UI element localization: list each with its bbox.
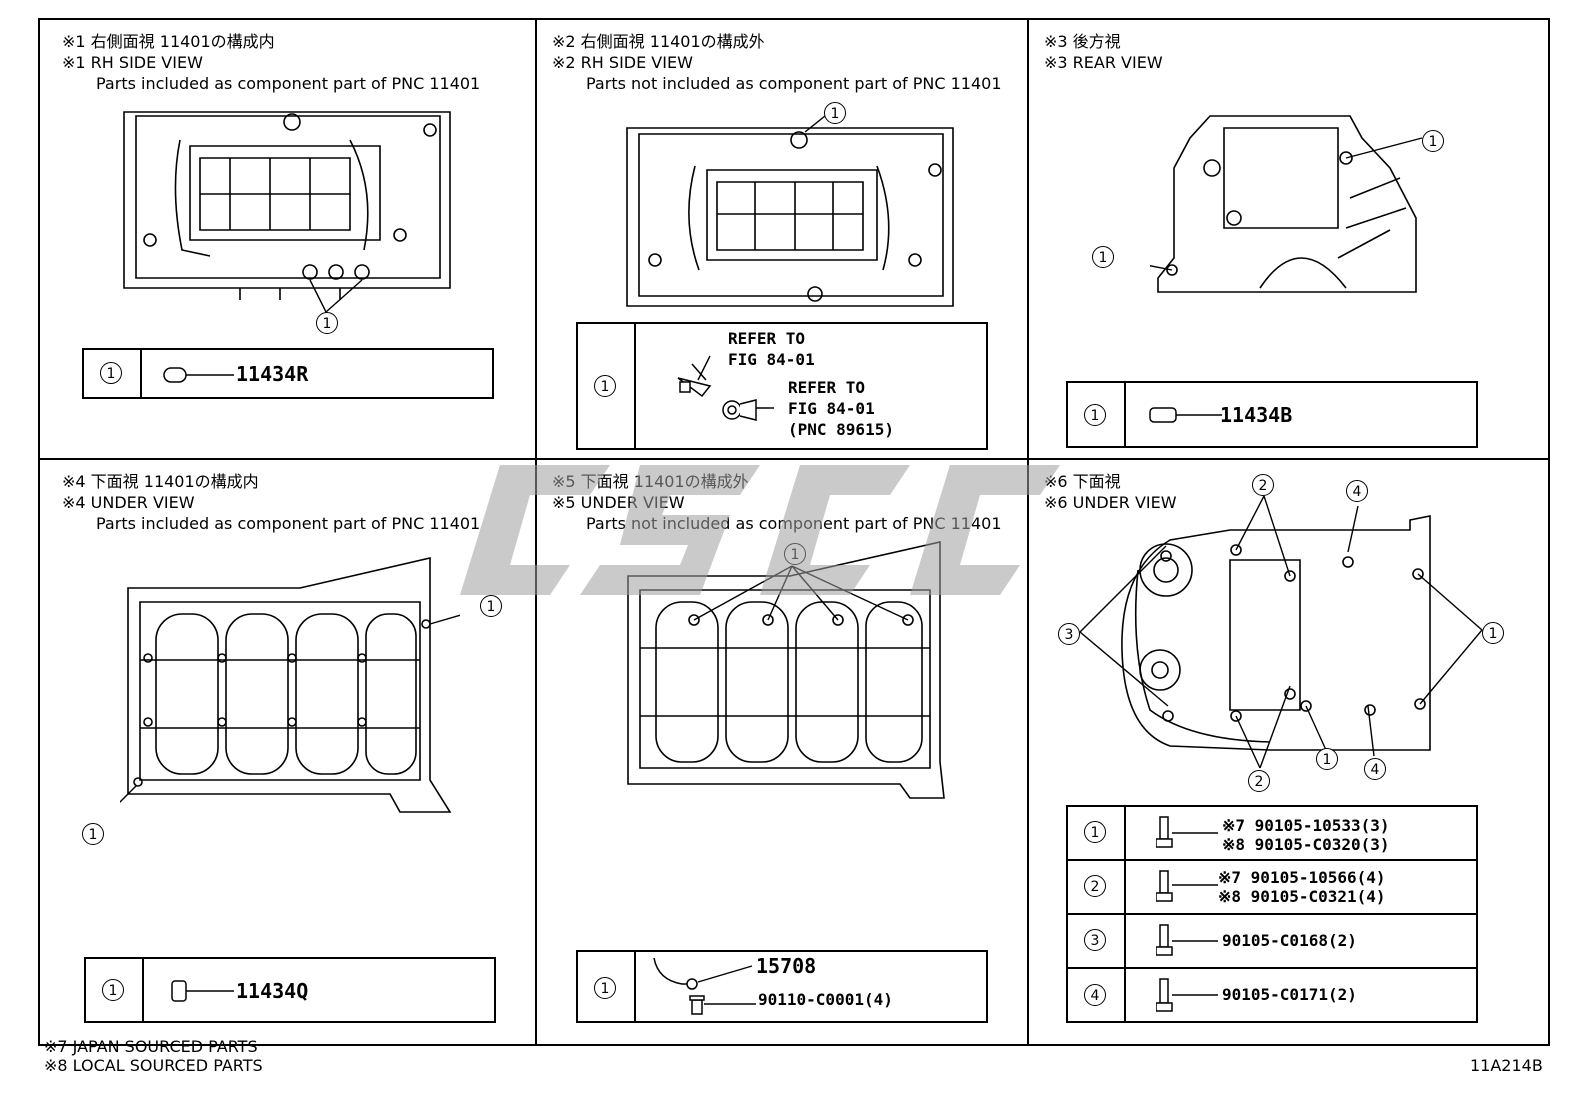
callout-1: 1	[1316, 748, 1338, 770]
bolt-part-number-line-2: ※8 90105-C0320(3)	[1222, 835, 1390, 854]
fig-reference-1[interactable]: FIG 84-01	[728, 350, 815, 369]
divider-horizontal	[38, 458, 1550, 460]
callout-2: 2	[1084, 875, 1106, 897]
refer-to-label-2: REFER TO	[788, 378, 866, 397]
parts-table-panel-1: 1 11434R	[82, 348, 494, 399]
figure-id: 11A214B	[1470, 1056, 1543, 1075]
bolt-part-number-line-2: ※8 90105-C0321(4)	[1218, 887, 1386, 906]
callout-1: 1	[480, 595, 502, 617]
callout-2: 2	[1248, 770, 1270, 792]
callout-4: 4	[1364, 758, 1386, 780]
bolt-icon	[1156, 924, 1218, 956]
callout-1: 1	[1092, 246, 1114, 268]
parts-table-panel-2: 1 REFER TO FIG 84-01 REFER TO FIG 84-01 …	[576, 322, 988, 450]
row-divider	[1068, 859, 1476, 861]
callout-3: 3	[1058, 623, 1080, 645]
bolt-icon	[1156, 870, 1218, 902]
panel-5-header: ※5 下面視 11401の構成外 ※5 UNDER VIEW Parts not…	[552, 471, 1002, 534]
sensor-bolt-icon	[677, 355, 774, 421]
row-divider	[1068, 967, 1476, 969]
bolt-part-number: 90105-C0171(2)	[1222, 985, 1357, 1004]
bolt-icon	[1156, 978, 1218, 1012]
panel-3-title-en: ※3 REAR VIEW	[1044, 53, 1163, 72]
bolt-icon	[1156, 816, 1218, 848]
divider-vertical-2	[1027, 18, 1029, 1046]
callout-1: 1	[102, 979, 124, 1001]
callout-cell	[86, 959, 144, 1021]
callout-cell	[578, 952, 636, 1021]
callout-cell	[578, 324, 636, 448]
footnote-japan-sourced: ※7 JAPAN SOURCED PARTS	[44, 1037, 258, 1056]
panel-6-header: ※6 下面視 ※6 UNDER VIEW	[1044, 471, 1177, 513]
row-divider	[1068, 913, 1476, 915]
callout-cell	[84, 350, 142, 397]
callout-1: 1	[594, 977, 616, 999]
panel-2-title-jp: ※2 右側面視 11401の構成外	[552, 32, 765, 51]
parts-table-panel-3: 1 11434B	[1066, 381, 1478, 448]
panel-1-header: ※1 右側面視 11401の構成内 ※1 RH SIDE VIEW Parts …	[62, 31, 480, 94]
callout-4: 4	[1084, 984, 1106, 1006]
part-number-11434q: 11434Q	[236, 979, 309, 1003]
oil-jet-icon	[653, 957, 756, 1015]
panel-5-title-jp: ※5 下面視 11401の構成外	[552, 472, 749, 491]
panel-1-description: Parts included as component part of PNC …	[96, 74, 481, 93]
bolt-part-number-line-1: ※7 90105-10533(3)	[1222, 816, 1390, 835]
parts-table-panel-4: 1 11434Q	[84, 957, 496, 1023]
callout-1: 1	[82, 823, 104, 845]
part-number-90110-c0001: 90110-C0001(4)	[758, 990, 893, 1009]
callout-1: 1	[1482, 622, 1504, 644]
panel-4-title-jp: ※4 下面視 11401の構成内	[62, 472, 259, 491]
callout-cell	[1068, 383, 1126, 446]
callout-1: 1	[784, 543, 806, 565]
panel-2-title-en: ※2 RH SIDE VIEW	[552, 53, 693, 72]
part-number-11434b: 11434B	[1220, 403, 1293, 427]
callout-1: 1	[316, 312, 338, 334]
panel-6-title-jp: ※6 下面視	[1044, 472, 1121, 491]
panel-5-description: Parts not included as component part of …	[586, 514, 1002, 533]
callout-2: 2	[1252, 474, 1274, 496]
panel-3-header: ※3 後方視 ※3 REAR VIEW	[1044, 31, 1163, 73]
panel-1-title-jp: ※1 右側面視 11401の構成内	[62, 32, 275, 51]
panel-5-title-en: ※5 UNDER VIEW	[552, 493, 685, 512]
rh-side-view-drawing-2	[626, 115, 954, 307]
dowel-pin-icon	[1149, 407, 1222, 423]
rh-side-view-drawing-1	[123, 111, 451, 314]
under-view-drawing-1	[120, 556, 460, 813]
refer-to-label-1: REFER TO	[728, 329, 806, 348]
dowel-pin-icon	[171, 980, 234, 1002]
rear-view-drawing	[1150, 115, 1423, 293]
dowel-pin-icon	[163, 367, 234, 383]
panel-4-title-en: ※4 UNDER VIEW	[62, 493, 195, 512]
part-number-15708: 15708	[756, 954, 817, 978]
callout-4: 4	[1346, 480, 1368, 502]
diagram-frame	[38, 18, 1550, 1046]
under-view-drawing-2	[627, 540, 945, 799]
callout-1: 1	[1084, 404, 1106, 426]
bolt-part-number-line-1: ※7 90105-10566(4)	[1218, 868, 1386, 887]
footnote-local-sourced: ※8 LOCAL SOURCED PARTS	[44, 1056, 263, 1075]
callout-3: 3	[1084, 929, 1106, 951]
panel-4-description: Parts included as component part of PNC …	[96, 514, 481, 533]
callout-1: 1	[100, 362, 122, 384]
divider-vertical-1	[535, 18, 537, 1046]
panel-6-title-en: ※6 UNDER VIEW	[1044, 493, 1177, 512]
panel-6-leader-lines	[1079, 495, 1483, 769]
parts-table-panel-5: 1 15708 90110-C0001(4)	[576, 950, 988, 1023]
panel-2-description: Parts not included as component part of …	[586, 74, 1002, 93]
fig-reference-2[interactable]: FIG 84-01	[788, 399, 875, 418]
pnc-reference: (PNC 89615)	[788, 420, 894, 439]
callout-1: 1	[594, 375, 616, 397]
callout-1: 1	[1084, 821, 1106, 843]
panel-3-title-jp: ※3 後方視	[1044, 32, 1121, 51]
part-number-11434r: 11434R	[236, 362, 309, 386]
bolt-part-number: 90105-C0168(2)	[1222, 931, 1357, 950]
callout-1: 1	[1422, 130, 1444, 152]
panel-1-title-en: ※1 RH SIDE VIEW	[62, 53, 203, 72]
parts-table-panel-6: 1 ※7 90105-10533(3) ※8 90105-C0320(3) 2 …	[1066, 805, 1478, 1023]
panel-4-header: ※4 下面視 11401の構成内 ※4 UNDER VIEW Parts inc…	[62, 471, 480, 534]
callout-1: 1	[824, 102, 846, 124]
panel-2-header: ※2 右側面視 11401の構成外 ※2 RH SIDE VIEW Parts …	[552, 31, 1002, 94]
